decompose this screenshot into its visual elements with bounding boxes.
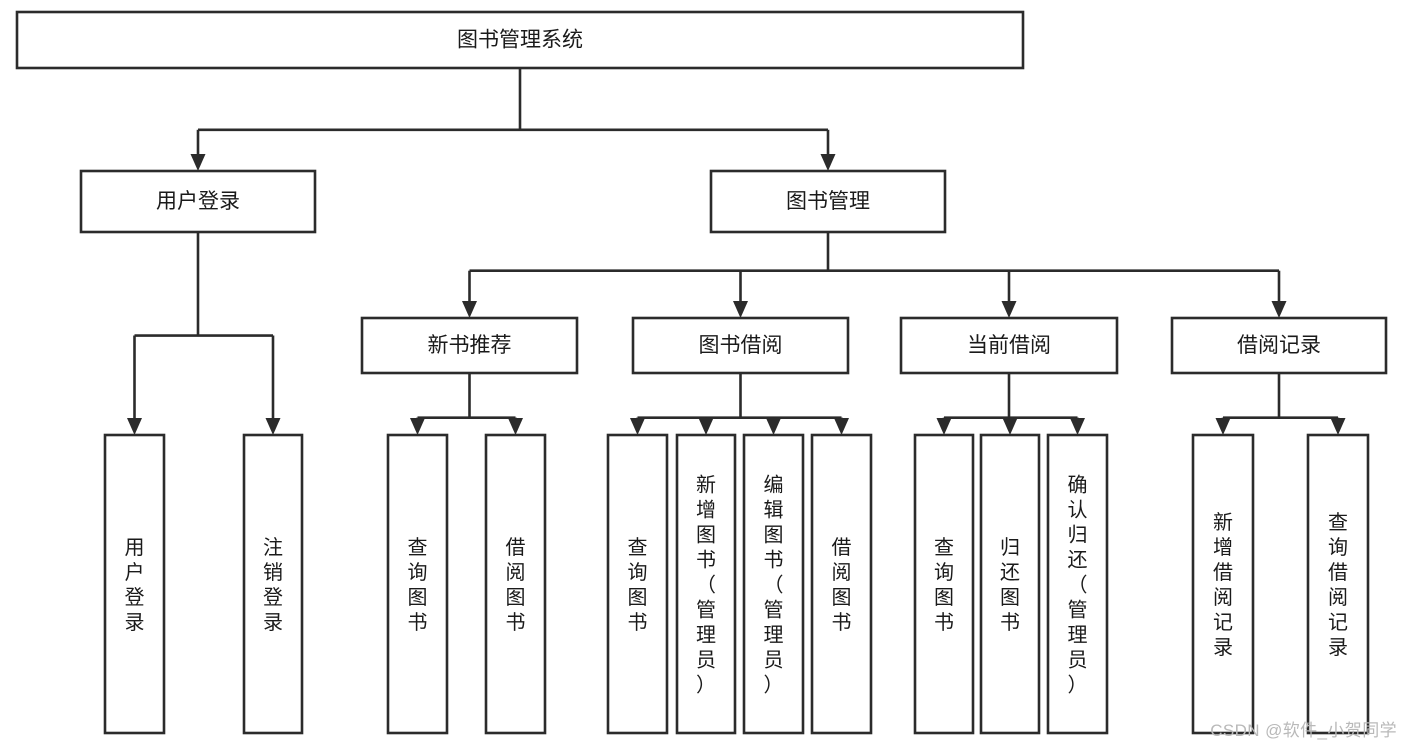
arrow-head-icon [1330, 418, 1346, 435]
node-root-box [15, 10, 1025, 70]
connector-currentborrow-to-leaves [936, 373, 1085, 435]
node-user-login[interactable]: 用户登录 [79, 169, 317, 234]
arrow-head-icon [820, 154, 836, 171]
csdn-watermark: CSDN @软件_小贺同学 [1210, 721, 1397, 740]
arrow-head-icon [1001, 301, 1017, 318]
node-leaf-query-borrow-record-box [1306, 433, 1370, 735]
node-leaf-borrow-book-1[interactable]: 借阅图书 [484, 433, 547, 735]
connector-userlogin-to-leaves [127, 232, 281, 435]
node-leaf-edit-book-admin-box [742, 433, 805, 735]
node-borrow-record[interactable]: 借阅记录 [1170, 316, 1388, 375]
node-current-borrow-box [899, 316, 1119, 375]
arrow-head-icon [834, 418, 849, 435]
node-book-borrow-box [631, 316, 850, 375]
node-leaf-edit-book-admin[interactable]: 编辑图书（管理员） [742, 433, 805, 735]
node-leaf-return-book-box [979, 433, 1041, 735]
node-leaf-query-borrow-record[interactable]: 查询借阅记录 [1306, 433, 1370, 735]
node-new-book-recommend-box [360, 316, 579, 375]
node-leaf-borrow-book-1-box [484, 433, 547, 735]
node-current-borrow[interactable]: 当前借阅 [899, 316, 1119, 375]
node-leaf-return-book[interactable]: 归还图书 [979, 433, 1041, 735]
node-new-book-recommend[interactable]: 新书推荐 [360, 316, 579, 375]
arrow-head-icon [1271, 301, 1287, 318]
node-leaf-add-book-admin-box [675, 433, 737, 735]
connector-root-to-level2 [190, 68, 836, 171]
node-layer: 图书管理系统用户登录图书管理新书推荐图书借阅当前借阅借阅记录用户登录注销登录查询… [15, 10, 1388, 735]
node-leaf-user-logout-label: 注销登录 [263, 536, 283, 634]
node-leaf-query-book-3[interactable]: 查询图书 [913, 433, 975, 735]
node-leaf-confirm-return-admin-box [1046, 433, 1109, 735]
node-leaf-edit-book-admin-label: 编辑图书（管理员） [764, 474, 784, 697]
connector-bookborrow-to-leaves [630, 373, 849, 435]
connector-borrowrecord-to-leaves [1215, 373, 1346, 435]
arrow-head-icon [410, 418, 425, 435]
node-leaf-add-borrow-record-label: 新增借阅记录 [1213, 511, 1233, 659]
arrow-head-icon [127, 418, 142, 435]
node-leaf-borrow-book-1-label: 借阅图书 [506, 536, 526, 634]
node-leaf-query-book-2-label: 查询图书 [628, 536, 648, 634]
arrow-head-icon [1070, 418, 1085, 435]
node-leaf-user-logout[interactable]: 注销登录 [242, 433, 304, 735]
node-leaf-user-login-label: 用户登录 [125, 537, 145, 634]
node-book-management-label: 图书管理 [786, 190, 870, 213]
node-leaf-add-book-admin[interactable]: 新增图书（管理员） [675, 433, 737, 735]
node-leaf-query-book-1-label: 查询图书 [408, 536, 428, 634]
node-leaf-confirm-return-admin-label: 确认归还（管理员） [1068, 474, 1088, 697]
node-leaf-query-book-2-box [606, 433, 669, 735]
arrow-head-icon [462, 301, 477, 318]
node-user-login-label: 用户登录 [156, 190, 240, 213]
node-leaf-return-book-label: 归还图书 [1000, 536, 1020, 634]
arrow-head-icon [698, 418, 714, 435]
node-new-book-recommend-label: 新书推荐 [428, 334, 512, 357]
node-book-management-box [709, 169, 947, 234]
node-root[interactable]: 图书管理系统 [15, 10, 1025, 70]
node-leaf-user-logout-box [242, 433, 304, 735]
arrow-head-icon [630, 418, 645, 435]
node-leaf-query-book-2[interactable]: 查询图书 [606, 433, 669, 735]
connector-bookmgmt-to-level3 [462, 232, 1287, 318]
arrow-head-icon [733, 301, 748, 318]
node-book-borrow-label: 图书借阅 [699, 334, 783, 357]
arrow-head-icon [1002, 418, 1018, 435]
node-leaf-query-book-1[interactable]: 查询图书 [386, 433, 449, 735]
arrow-head-icon [265, 418, 281, 435]
node-leaf-user-login-box [103, 433, 166, 735]
node-root-label: 图书管理系统 [457, 29, 583, 52]
node-current-borrow-label: 当前借阅 [967, 334, 1051, 357]
node-leaf-query-book-1-box [386, 433, 449, 735]
node-leaf-confirm-return-admin[interactable]: 确认归还（管理员） [1046, 433, 1109, 735]
arrow-head-icon [936, 418, 952, 435]
connector-newbook-to-leaves [410, 373, 523, 435]
node-leaf-query-borrow-record-label: 查询借阅记录 [1328, 511, 1348, 659]
connector-layer [127, 68, 1346, 435]
arrow-head-icon [190, 154, 206, 171]
node-book-management[interactable]: 图书管理 [709, 169, 947, 234]
node-leaf-add-borrow-record[interactable]: 新增借阅记录 [1191, 433, 1255, 735]
node-leaf-query-book-3-box [913, 433, 975, 735]
node-user-login-box [79, 169, 317, 234]
arrow-head-icon [1215, 418, 1231, 435]
arrow-head-icon [766, 418, 781, 435]
node-borrow-record-label: 借阅记录 [1237, 334, 1321, 357]
node-leaf-borrow-book-2-box [810, 433, 873, 735]
node-leaf-add-book-admin-label: 新增图书（管理员） [696, 474, 716, 697]
node-borrow-record-box [1170, 316, 1388, 375]
node-leaf-user-login[interactable]: 用户登录 [103, 433, 166, 735]
node-leaf-borrow-book-2-label: 借阅图书 [832, 536, 852, 634]
node-leaf-borrow-book-2[interactable]: 借阅图书 [810, 433, 873, 735]
node-book-borrow[interactable]: 图书借阅 [631, 316, 850, 375]
node-leaf-query-book-3-label: 查询图书 [934, 536, 954, 634]
node-leaf-add-borrow-record-box [1191, 433, 1255, 735]
arrow-head-icon [508, 418, 523, 435]
